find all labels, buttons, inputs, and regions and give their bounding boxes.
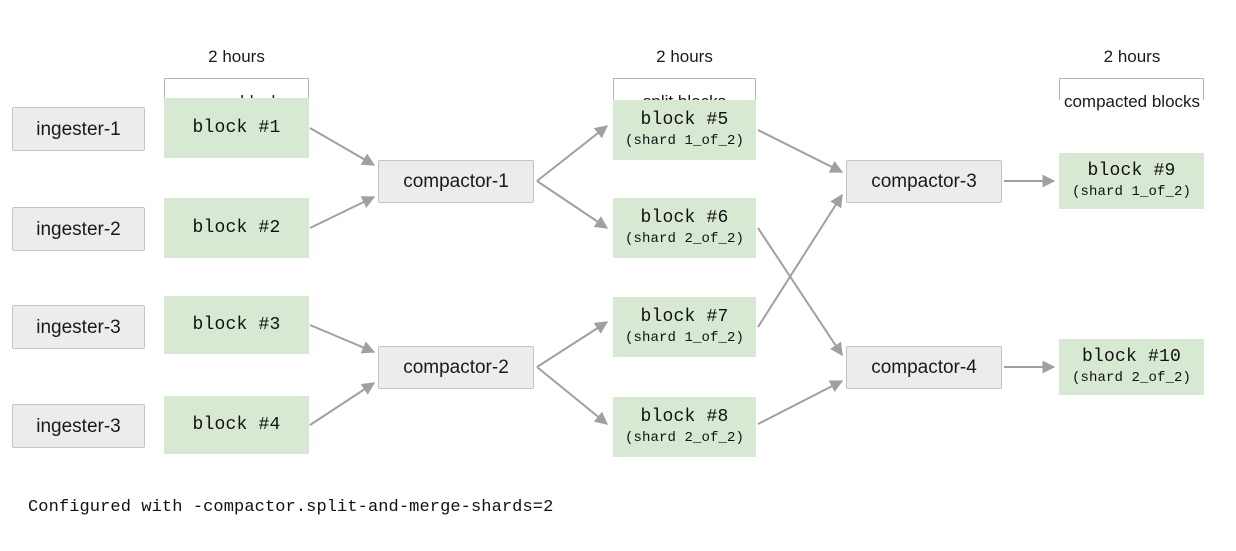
node-block-6[interactable]: block #6 (shard 2_of_2) — [613, 198, 756, 258]
edge-compactor2-block7 — [536, 321, 609, 368]
node-compactor-1[interactable]: compactor-1 — [378, 160, 534, 203]
node-block-6-title: block #6 — [640, 208, 729, 229]
node-block-10-shard: (shard 2_of_2) — [1071, 369, 1192, 386]
group-label-split-line1: 2 hours — [656, 47, 713, 67]
diagram-caption: Configured with -compactor.split-and-mer… — [28, 498, 554, 517]
edge-compactor1-block5 — [536, 125, 609, 182]
group-bracket-split — [613, 78, 756, 100]
node-block-5[interactable]: block #5 (shard 1_of_2) — [613, 100, 756, 160]
node-compactor-2-label: compactor-2 — [403, 357, 509, 378]
node-compactor-3[interactable]: compactor-3 — [846, 160, 1002, 203]
node-block-10-title: block #10 — [1081, 347, 1182, 368]
node-ingester-3a-label: ingester-3 — [36, 316, 121, 338]
node-ingester-3a[interactable]: ingester-3 — [12, 305, 145, 349]
node-block-7[interactable]: block #7 (shard 1_of_2) — [613, 297, 756, 357]
group-bracket-source — [164, 78, 309, 98]
node-compactor-2[interactable]: compactor-2 — [378, 346, 534, 389]
node-block-1-title: block #1 — [192, 117, 281, 138]
node-ingester-2[interactable]: ingester-2 — [12, 207, 145, 251]
node-compactor-1-label: compactor-1 — [403, 171, 509, 192]
group-label-compacted: 2 hours compacted blocks — [1040, 24, 1224, 136]
node-block-9-shard: (shard 1_of_2) — [1071, 183, 1192, 200]
edge-block6-compactor4 — [757, 227, 843, 357]
node-ingester-3b-label: ingester-3 — [36, 415, 121, 437]
node-compactor-4[interactable]: compactor-4 — [846, 346, 1002, 389]
node-block-2-title: block #2 — [192, 217, 281, 238]
node-block-8-shard: (shard 2_of_2) — [624, 429, 745, 446]
edge-block7-compactor3 — [757, 193, 843, 328]
edge-block4-compactor2 — [309, 382, 376, 426]
node-block-4-title: block #4 — [192, 414, 281, 435]
node-compactor-3-label: compactor-3 — [871, 171, 977, 192]
edge-block5-compactor3 — [757, 129, 844, 173]
node-block-5-shard: (shard 1_of_2) — [624, 132, 745, 149]
node-ingester-2-label: ingester-2 — [36, 218, 121, 240]
node-block-3[interactable]: block #3 — [164, 296, 309, 354]
group-label-compacted-line1: 2 hours — [1103, 47, 1161, 67]
node-block-7-shard: (shard 1_of_2) — [624, 329, 745, 346]
node-block-8[interactable]: block #8 (shard 2_of_2) — [613, 397, 756, 457]
node-compactor-4-label: compactor-4 — [871, 357, 977, 378]
edge-block3-compactor2 — [309, 324, 376, 354]
node-block-1[interactable]: block #1 — [164, 98, 309, 158]
node-block-2[interactable]: block #2 — [164, 198, 309, 258]
node-block-8-title: block #8 — [640, 407, 729, 428]
node-block-4[interactable]: block #4 — [164, 396, 309, 454]
node-block-5-title: block #5 — [640, 110, 729, 131]
node-block-3-title: block #3 — [192, 314, 281, 335]
node-block-10[interactable]: block #10 (shard 2_of_2) — [1059, 339, 1204, 395]
node-ingester-3b[interactable]: ingester-3 — [12, 404, 145, 448]
group-label-compacted-line2: compacted blocks — [1063, 92, 1201, 112]
node-ingester-1-label: ingester-1 — [36, 118, 121, 140]
edge-block1-compactor1 — [309, 127, 376, 166]
edge-compactor1-block6 — [536, 180, 609, 229]
node-block-6-shard: (shard 2_of_2) — [624, 230, 745, 247]
node-ingester-1[interactable]: ingester-1 — [12, 107, 145, 151]
node-block-7-title: block #7 — [640, 307, 729, 328]
edge-block2-compactor1 — [309, 196, 376, 229]
group-bracket-compacted — [1059, 78, 1204, 100]
group-label-source-line1: 2 hours — [208, 47, 265, 67]
node-block-9-title: block #9 — [1087, 161, 1176, 182]
node-block-9[interactable]: block #9 (shard 1_of_2) — [1059, 153, 1204, 209]
edge-compactor2-block8 — [536, 366, 609, 425]
edge-block8-compactor4 — [757, 380, 844, 425]
